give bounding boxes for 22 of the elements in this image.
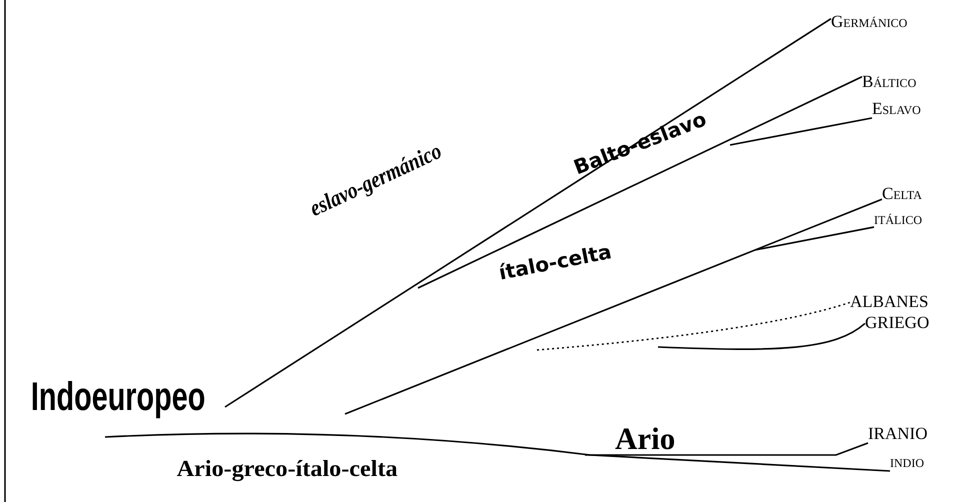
- language-label: GRIEGO: [865, 313, 930, 332]
- branch-label: ítalo-celta: [496, 239, 614, 285]
- branch-line: [536, 302, 850, 351]
- branch-line: [658, 322, 866, 350]
- branch-line: [730, 117, 872, 146]
- language-label: Germánico: [831, 12, 908, 31]
- branch-label: Ario: [615, 421, 676, 457]
- language-label: itálico: [874, 209, 922, 228]
- language-label: Báltico: [862, 72, 916, 91]
- branch-line: [585, 442, 868, 456]
- branch-label: Ario-greco-ítalo-celta: [176, 456, 398, 482]
- branch-line: [344, 198, 882, 415]
- language-label: Eslavo: [872, 99, 921, 118]
- branch-label: Indoeuropeo: [30, 374, 206, 420]
- language-label: ALBANES: [850, 292, 928, 311]
- branch-line: [104, 432, 890, 472]
- language-label: indio: [890, 452, 924, 471]
- branch-line: [418, 76, 862, 289]
- language-label: Celta: [882, 184, 922, 203]
- language-label: IRANIO: [868, 424, 928, 443]
- branch-line: [754, 226, 874, 251]
- branch-line: [224, 18, 832, 408]
